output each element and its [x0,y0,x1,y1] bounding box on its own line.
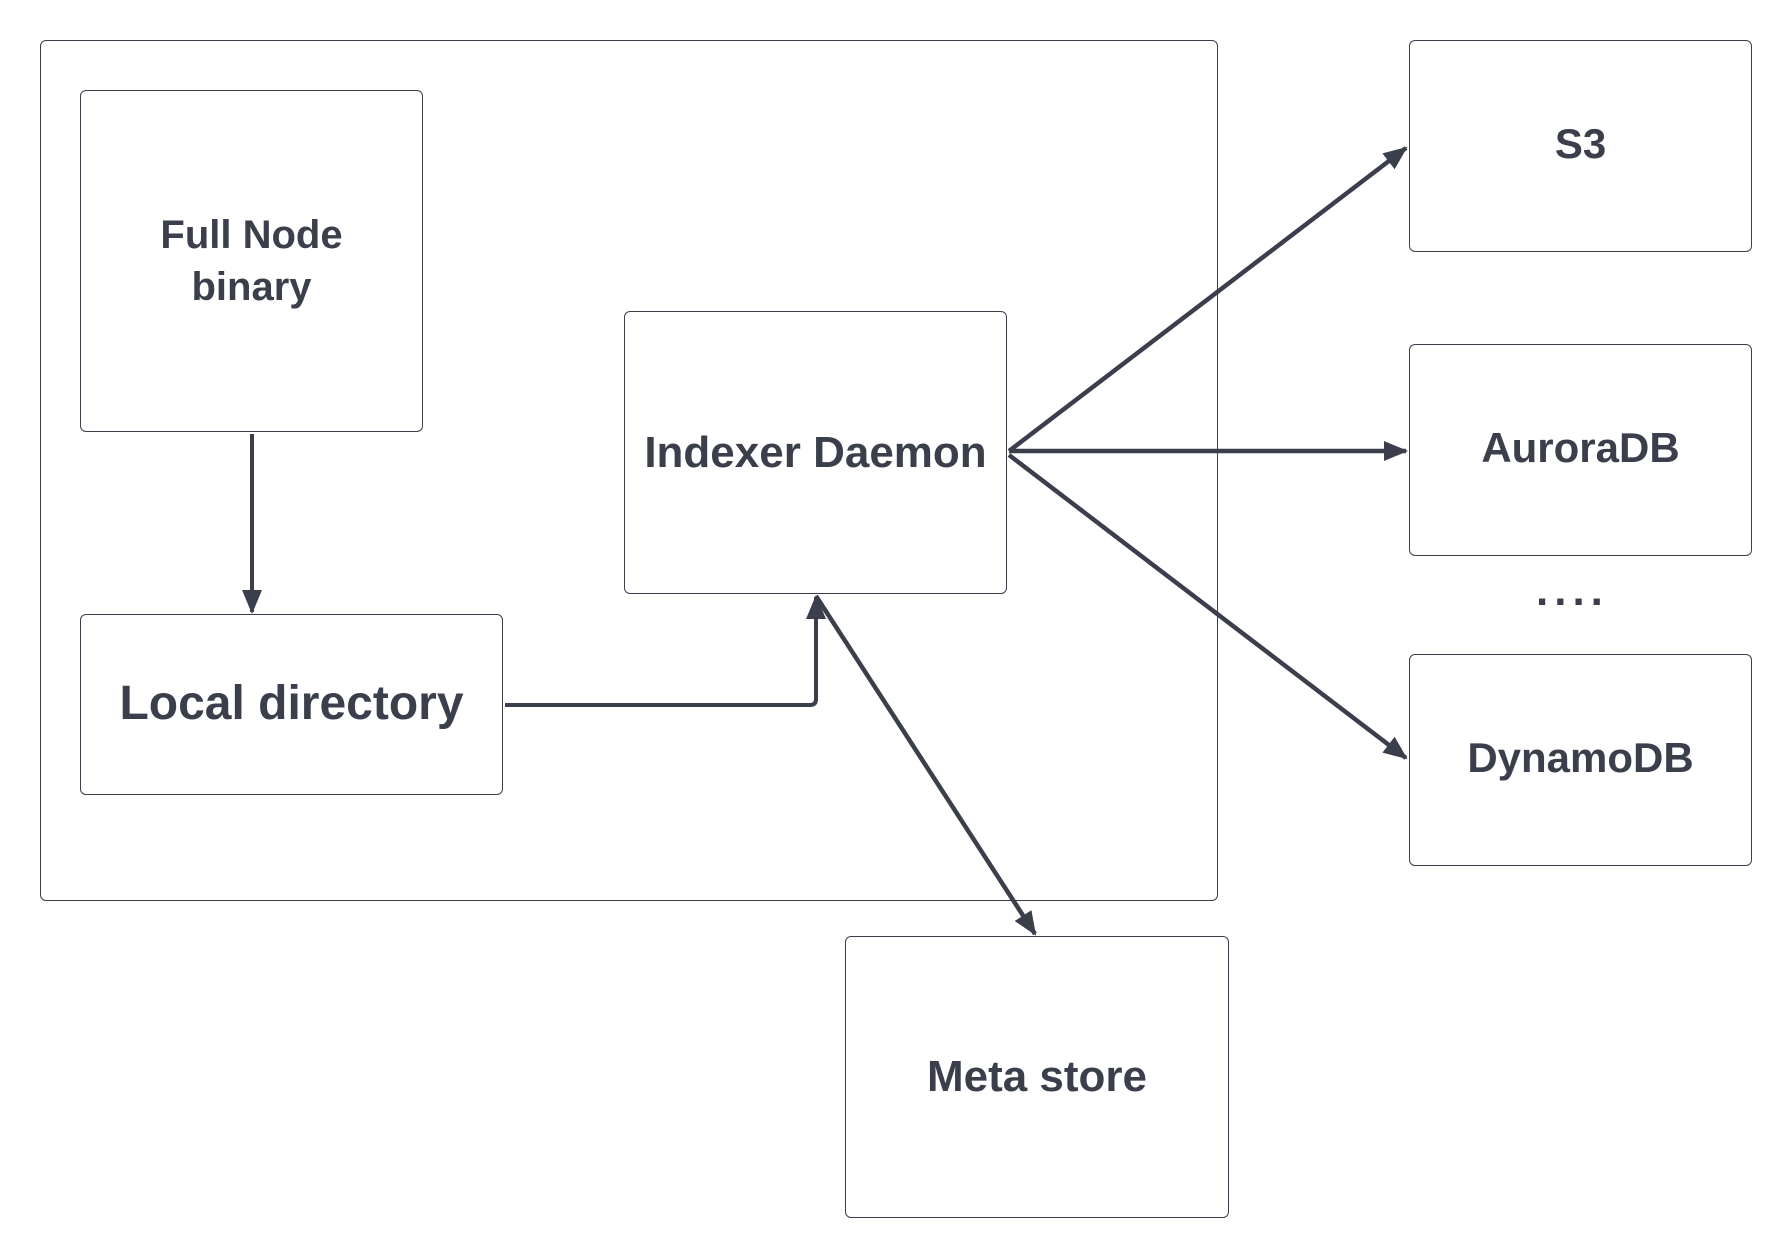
auroradb-label: AuroraDB [1481,424,1680,471]
edge-localdir-to-indexer[interactable] [505,595,826,707]
host-container-frame [40,40,1218,901]
indexer-daemon-box[interactable]: Indexer Daemon [624,311,1007,594]
full-node-binary-box[interactable]: Full Node binary [80,90,423,432]
dynamodb-label: DynamoDB [1467,734,1694,781]
dynamodb-box[interactable]: DynamoDB [1409,654,1752,866]
indexer-daemon-label: Indexer Daemon [644,427,987,477]
local-directory-box[interactable]: Local directory [80,614,503,795]
meta-store-box[interactable]: Meta store [845,936,1229,1218]
edge-indexer-to-dynamodb[interactable] [1007,453,1408,760]
s3-box[interactable]: S3 [1409,40,1752,252]
edge-indexer-to-metastore[interactable] [814,594,1037,936]
full-node-binary-label: Full Node binary [160,213,343,309]
local-directory-label: Local directory [119,677,464,731]
s3-label: S3 [1554,120,1607,167]
auroradb-box[interactable]: AuroraDB [1409,344,1752,556]
ellipsis-more-stores: .... [1536,566,1609,615]
meta-store-label: Meta store [926,1052,1148,1102]
edge-indexer-to-s3[interactable] [1007,146,1408,453]
